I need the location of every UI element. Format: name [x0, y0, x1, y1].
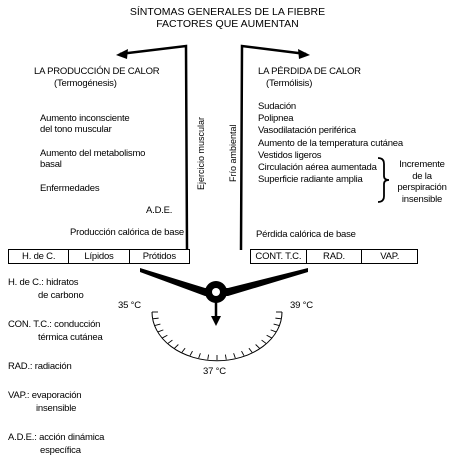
left-subheading: (Termogénesis) — [54, 78, 117, 89]
legend-hc-2: de carbono — [38, 290, 84, 301]
left-item-1a: Aumento inconsciente — [40, 113, 130, 124]
brace — [377, 157, 390, 203]
dial-tick — [224, 354, 227, 360]
right-vertical-label: Frío ambiental — [228, 124, 238, 182]
dial-tick — [207, 354, 210, 360]
dial-tick — [174, 344, 179, 349]
legend-ade-2: específica — [40, 445, 81, 456]
dial-tick — [241, 350, 245, 356]
left-vertical-label: Ejercicio muscular — [196, 116, 206, 190]
right-base: Pérdida calórica de base — [256, 229, 356, 240]
right-item: Aumento de la temperatura cutánea — [258, 137, 403, 149]
dial-tick — [154, 323, 161, 326]
left-item-2b: basal — [40, 159, 62, 170]
diagram-title: SÍNTOMAS GENERALES DE LA FIEBRE — [129, 6, 326, 18]
pivot-inner — [212, 288, 220, 296]
right-item: Polipnea — [258, 113, 294, 125]
left-heading: LA PRODUCCIÓN DE CALOR — [34, 66, 160, 77]
right-item: Superficie radiante amplia — [258, 174, 363, 186]
right-pan: CONT. T.C. RAD. VAP. — [250, 249, 418, 264]
dial-tick — [273, 323, 280, 326]
left-item-3: Enfermedades — [40, 183, 100, 194]
left-item-2a: Aumento del metabolismo — [40, 148, 146, 159]
right-pan-vap: VAP. — [380, 251, 400, 262]
dial-tick — [233, 353, 236, 359]
diagram-subtitle: FACTORES QUE AUMENTAN — [156, 18, 299, 30]
left-pan: H. de C. Lípidos Prótidos — [8, 249, 190, 264]
legend-cont-1: CON. T.C.: conducción — [8, 319, 101, 330]
left-pan-hc: H. de C. — [9, 250, 70, 263]
right-item: Vasodilatación periférica — [258, 125, 356, 137]
right-pan-rad: RAD. — [307, 250, 363, 263]
brace-label-line: perspiración — [397, 182, 447, 193]
left-pan-lipidos: Lípidos — [69, 250, 130, 263]
left-base: Producción calórica de base — [70, 227, 184, 238]
dial-tick — [275, 317, 282, 320]
legend-cont-2: térmica cutánea — [38, 332, 103, 343]
temp-left: 35 °C — [118, 300, 141, 311]
dial-tick — [248, 347, 253, 353]
dial-tick — [189, 350, 193, 356]
dial-ticks — [152, 311, 282, 360]
temp-right: 39 °C — [290, 300, 313, 311]
right-subheading: (Termólisis) — [266, 78, 313, 89]
left-arrowhead — [116, 49, 128, 59]
brace-label-line: de la — [412, 170, 432, 182]
dial-tick — [167, 339, 173, 344]
temp-bottom: 37 °C — [203, 366, 226, 377]
dial-tick — [157, 329, 164, 333]
legend-vap-1: VAP.: evaporación — [8, 390, 82, 401]
dial-tick — [255, 344, 260, 349]
left-ade: A.D.E. — [146, 205, 173, 216]
right-pan-cont: CONT. T.C. — [251, 250, 307, 263]
legend-vap-2: insensible — [36, 403, 77, 414]
brace-label-line: insensible — [401, 193, 443, 205]
left-item-1b: del tono muscular — [40, 124, 112, 135]
right-heading: LA PÉRDIDA DE CALOR — [258, 66, 361, 77]
right-item: Sudación — [258, 101, 297, 112]
legend-ade-1: A.D.E.: acción dinámica — [8, 432, 105, 443]
left-arrow-line — [119, 44, 189, 251]
right-arrow-line — [239, 44, 307, 251]
right-item: Vestidos ligeros — [258, 149, 322, 161]
dial-tick — [152, 317, 159, 320]
right-item: Circulación aérea aumentada — [258, 162, 377, 173]
brace-label-line: Incremente — [399, 159, 445, 170]
right-arrowhead — [298, 49, 310, 59]
dial-arc — [151, 311, 283, 362]
dial-tick — [266, 334, 272, 339]
dial-tick — [181, 347, 186, 353]
dial-tick — [198, 353, 201, 359]
dial-tick — [270, 329, 277, 333]
dial-tick — [261, 339, 267, 344]
dial-tick — [162, 334, 168, 339]
pointer-tip — [211, 316, 221, 326]
left-pan-protidos: Prótidos — [142, 251, 176, 262]
legend-hc-1: H. de C.: hidratos — [8, 277, 79, 288]
legend-rad: RAD.: radiación — [8, 361, 72, 372]
